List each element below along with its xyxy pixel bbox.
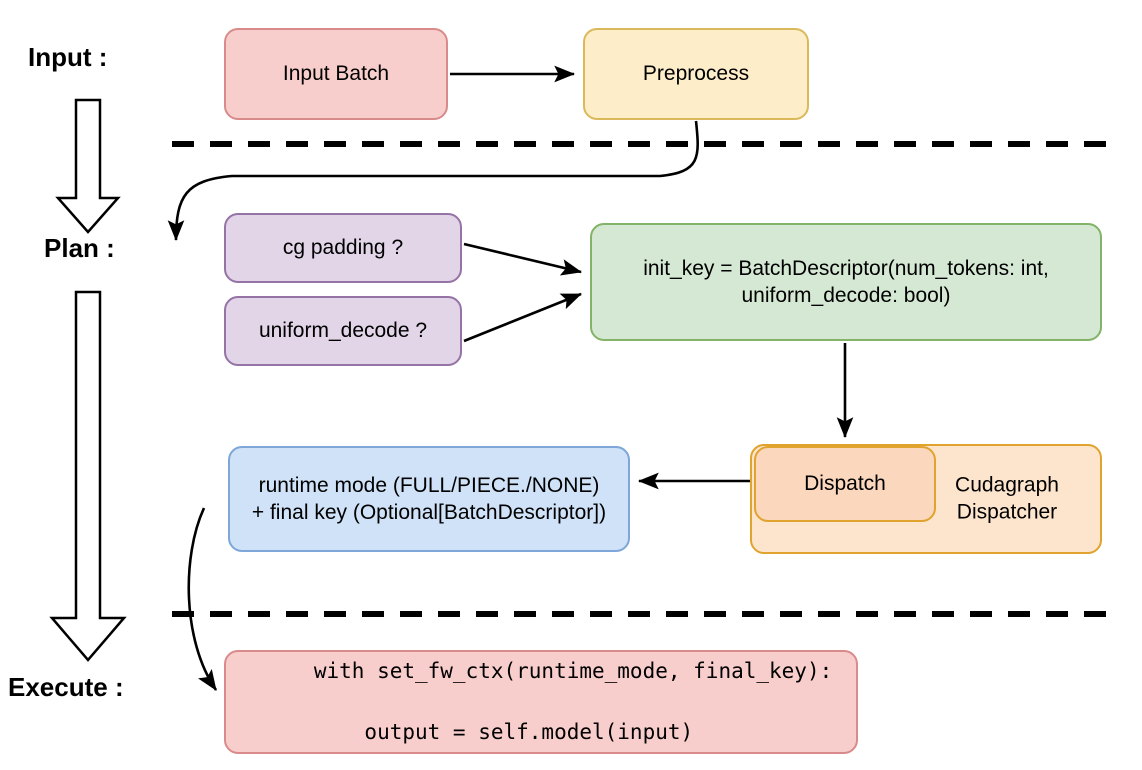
stage-label-execute: Execute :: [8, 672, 124, 702]
node-cudagraph-dispatcher-line2: Dispatcher: [956, 501, 1058, 524]
stage-arrow-plan-to-execute: [49, 290, 127, 662]
node-exec-code-line1: with set_fw_ctx(runtime_mode, final_key)…: [313, 659, 833, 684]
node-uniform-decode[interactable]: uniform_decode ?: [224, 296, 462, 366]
node-runtime-mode-line1: runtime mode (FULL/PIECE./NONE): [258, 473, 600, 497]
node-init-key[interactable]: init_key = BatchDescriptor(num_tokens: i…: [590, 223, 1102, 341]
arrow-runtime-mode-to-exec-code: [187, 507, 218, 691]
arrow-uniform-decode-to-init-key: [463, 292, 582, 343]
node-init-key-line2: uniform_decode: bool): [741, 284, 951, 307]
stage-label-plan: Plan :: [44, 233, 115, 263]
node-init-key-line1: init_key = BatchDescriptor(num_tokens: i…: [643, 256, 1049, 280]
arrow-preprocess-to-cg-padding: [167, 120, 699, 242]
stage-label-input: Input :: [28, 42, 108, 72]
arrow-cg-padding-to-init-key: [463, 242, 583, 276]
node-input-batch-label: Input Batch: [282, 62, 390, 86]
node-exec-code[interactable]: with set_fw_ctx(runtime_mode, final_key)…: [224, 650, 858, 754]
node-cg-padding-label: cg padding ?: [282, 236, 404, 260]
node-dispatch-label: Dispatch: [804, 472, 886, 496]
node-preprocess-label: Preprocess: [642, 62, 750, 86]
node-cudagraph-dispatcher-line1: Cudagraph: [955, 473, 1059, 497]
node-preprocess[interactable]: Preprocess: [583, 28, 809, 120]
node-uniform-decode-label: uniform_decode ?: [258, 319, 428, 343]
node-runtime-mode[interactable]: runtime mode (FULL/PIECE./NONE) + final …: [228, 446, 630, 552]
node-runtime-mode-line2: + final key (Optional[BatchDescriptor]): [251, 501, 607, 524]
node-input-batch[interactable]: Input Batch: [224, 28, 448, 120]
node-exec-code-line2: output = self.model(input): [313, 720, 694, 745]
node-dispatch[interactable]: Dispatch: [754, 446, 936, 522]
node-cg-padding[interactable]: cg padding ?: [224, 213, 462, 283]
stage-arrow-input-to-plan: [55, 98, 121, 234]
